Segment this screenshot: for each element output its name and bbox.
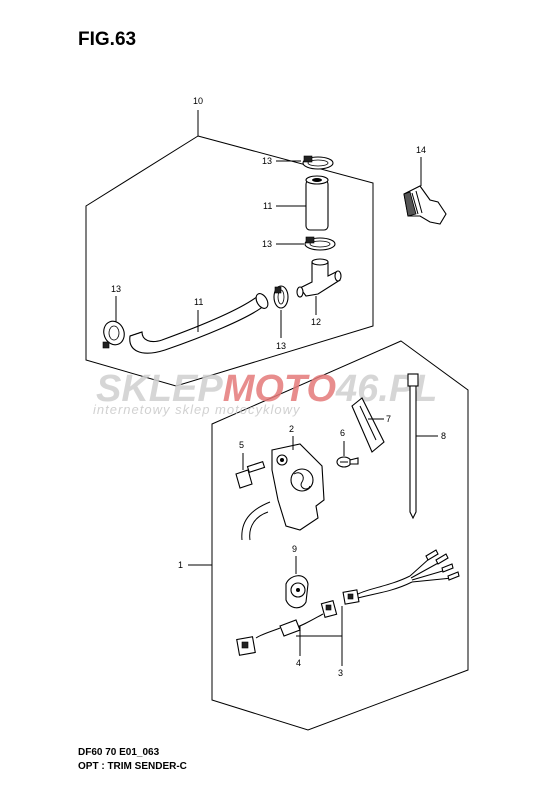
cable-tie xyxy=(407,373,419,520)
callout-13d: 13 xyxy=(276,341,286,351)
callout-9: 9 xyxy=(292,544,297,554)
watermark-brand-a: SKLEP xyxy=(96,368,223,410)
callout-14: 14 xyxy=(416,145,426,155)
hose-clamp-top xyxy=(302,155,334,170)
callout-12: 12 xyxy=(311,317,321,327)
screw xyxy=(336,456,359,468)
hose-clamp-tee xyxy=(273,285,289,309)
callout-5: 5 xyxy=(239,440,244,450)
tee-joint xyxy=(296,258,342,298)
callout-2: 2 xyxy=(289,424,294,434)
callout-11a: 11 xyxy=(263,201,272,211)
hose-clamp-left xyxy=(102,320,125,349)
callout-13b: 13 xyxy=(262,239,272,249)
drain-plug xyxy=(403,185,447,225)
hose-short xyxy=(305,175,329,231)
leader-3 xyxy=(296,635,343,666)
callout-4: 4 xyxy=(296,658,301,668)
callout-10: 10 xyxy=(193,96,203,106)
wire-harness xyxy=(342,549,460,605)
callout-13a: 13 xyxy=(262,156,272,166)
watermark: SKLEPMOTO46.PL internetowy sklep motocyk… xyxy=(93,368,437,417)
callout-11b: 11 xyxy=(194,297,203,307)
watermark-brand-b: MOTO xyxy=(223,368,336,410)
cable-clip xyxy=(351,397,385,453)
callout-13c: 13 xyxy=(111,284,121,294)
callout-3: 3 xyxy=(338,668,343,678)
bolt xyxy=(235,460,266,489)
hose-long xyxy=(129,293,269,354)
callout-8: 8 xyxy=(441,431,446,441)
model-code: DF60 70 E01_063 xyxy=(78,747,160,758)
hose-clamp-middle xyxy=(304,236,336,251)
trim-sender-body xyxy=(241,443,325,541)
sender-kit-outline xyxy=(211,340,469,731)
option-label: OPT : TRIM SENDER-C xyxy=(78,761,187,772)
callout-1: 1 xyxy=(178,560,183,570)
sender-rotor xyxy=(285,575,309,609)
hose-kit-outline xyxy=(85,135,374,387)
callout-6: 6 xyxy=(340,428,345,438)
watermark-tagline: internetowy sklep motocyklowy xyxy=(93,402,301,417)
callout-7: 7 xyxy=(386,414,391,424)
lead-wire xyxy=(236,600,338,656)
figure-title: FIG.63 xyxy=(78,29,136,50)
